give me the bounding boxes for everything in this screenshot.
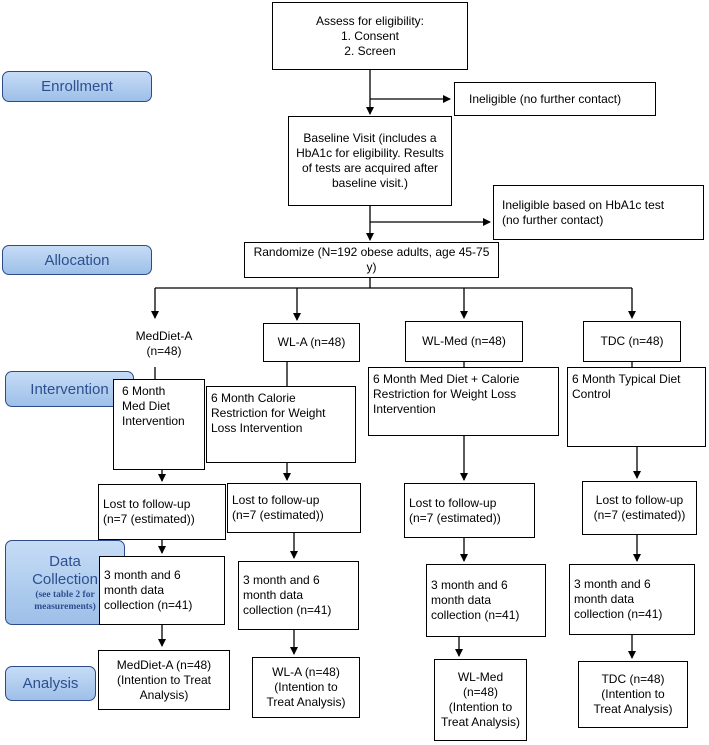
- arm-meddiet-a-group: MedDiet-A (n=48): [113, 321, 215, 367]
- arm-wl-a-intervention: 6 Month Calorie Restriction for Weight L…: [206, 386, 356, 463]
- ineligible-hba1c-box: Ineligible based on HbA1c test (no furth…: [493, 185, 704, 240]
- arm-tdc-collection: 3 month and 6 month data collection (n=4…: [569, 564, 695, 635]
- stage-enrollment: Enrollment: [2, 71, 152, 102]
- arm-wl-med-intervention: 6 Month Med Diet + Calorie Restriction f…: [368, 367, 559, 436]
- arm-wl-med-analysis: WL-Med (n=48) (Intention to Treat Analys…: [434, 659, 527, 741]
- stage-intervention: Intervention: [5, 371, 134, 407]
- arm-wl-med-lost: Lost to follow-up (n=7 (estimated)): [404, 483, 535, 538]
- baseline-visit-box: Baseline Visit (includes a HbA1c for eli…: [288, 116, 452, 206]
- arm-meddiet-a-analysis: MedDiet-A (n=48) (Intention to Treat Ana…: [98, 650, 230, 710]
- arm-tdc-analysis: TDC (n=48) (Intention to Treat Analysis): [578, 661, 688, 728]
- ineligible-box: Ineligible (no further contact): [454, 82, 656, 116]
- arm-wl-med-collection: 3 month and 6 month data collection (n=4…: [426, 564, 546, 637]
- arm-meddiet-a-lost: Lost to follow-up (n=7 (estimated)): [98, 484, 226, 540]
- arm-wl-a-lost: Lost to follow-up (n=7 (estimated)): [227, 483, 361, 533]
- arm-wl-a-group: WL-A (n=48): [263, 323, 360, 362]
- arm-tdc-intervention: 6 Month Typical Diet Control: [567, 367, 706, 447]
- arm-wl-a-collection: 3 month and 6 month data collection (n=4…: [238, 561, 359, 630]
- arm-wl-a-analysis: WL-A (n=48) (Intention to Treat Analysis…: [252, 657, 360, 718]
- arm-tdc-group: TDC (n=48): [583, 321, 681, 362]
- stage-data-collection-title: Data Collection: [32, 552, 98, 588]
- randomize-box: Randomize (N=192 obese adults, age 45-75…: [244, 242, 499, 278]
- arm-meddiet-a-intervention: 6 Month Med Diet Intervention: [113, 379, 205, 470]
- stage-data-collection-note: (see table 2 for measurements): [34, 589, 96, 612]
- arm-wl-med-group: WL-Med (n=48): [405, 321, 523, 362]
- arm-meddiet-a-collection: 3 month and 6 month data collection (n=4…: [99, 556, 225, 625]
- assess-eligibility-box: Assess for eligibility: 1. Consent 2. Sc…: [272, 2, 468, 70]
- stage-allocation: Allocation: [2, 245, 152, 275]
- arm-tdc-lost: Lost to follow-up (n=7 (estimated)): [582, 481, 697, 535]
- stage-analysis: Analysis: [5, 666, 96, 701]
